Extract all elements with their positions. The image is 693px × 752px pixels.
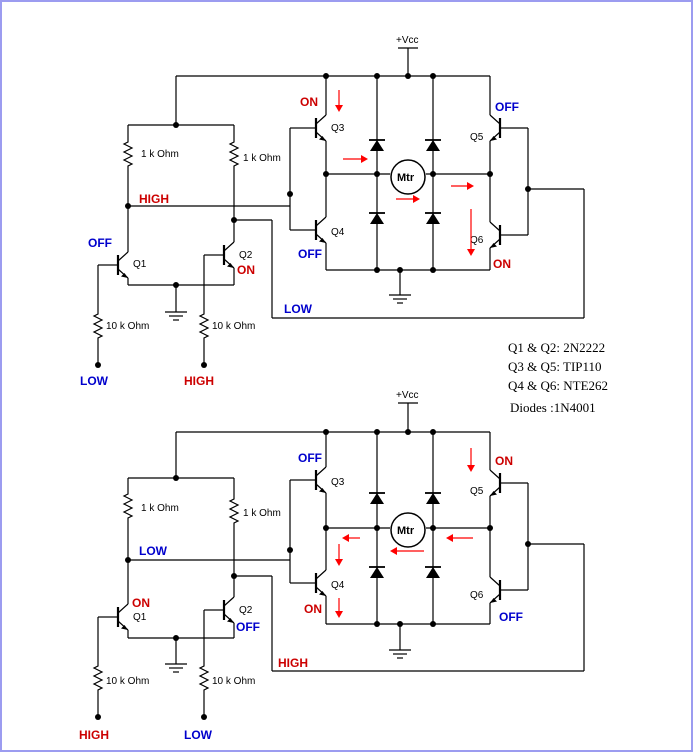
q5-state: OFF (495, 100, 519, 114)
resistor-label: 10 k Ohm (212, 321, 255, 332)
resistor-label: 1 k Ohm (243, 153, 281, 164)
q3-state: ON (300, 95, 318, 109)
legend-line: Diodes :1N4001 (510, 400, 596, 415)
vcc-label: +Vcc (396, 35, 419, 46)
q2-state: ON (237, 263, 255, 277)
q4-state: OFF (298, 247, 322, 261)
q5-label: Q5 (470, 486, 484, 497)
q2-label: Q2 (239, 605, 253, 616)
motor-label: Mtr (397, 525, 415, 537)
q1-label: Q1 (133, 612, 147, 623)
legend: Q1 & Q2: 2N2222 Q3 & Q5: TIP110 Q4 & Q6:… (508, 340, 608, 415)
input-left: LOW (80, 374, 109, 388)
q2-state: OFF (236, 620, 260, 634)
q1-label: Q1 (133, 259, 147, 270)
q4-state: ON (304, 602, 322, 616)
input-right: HIGH (184, 374, 214, 388)
q5-label: Q5 (470, 132, 484, 143)
node-left-state: LOW (139, 544, 168, 558)
current-arrows (335, 448, 475, 618)
bottom-circuit: +Vcc 1 k Ohm 1 k Ohm LOW HIGH Q1 ON 10 k… (79, 390, 585, 742)
input-right: LOW (184, 728, 213, 742)
q1-state: OFF (88, 236, 112, 250)
resistor-label: 10 k Ohm (212, 676, 255, 687)
q3-state: OFF (298, 451, 322, 465)
legend-line: Q1 & Q2: 2N2222 (508, 340, 605, 355)
node-right-state: LOW (284, 302, 313, 316)
q5-state: ON (495, 454, 513, 468)
q3-label: Q3 (331, 123, 345, 134)
resistor-label: 10 k Ohm (106, 676, 149, 687)
legend-line: Q3 & Q5: TIP110 (508, 359, 602, 374)
resistor-label: 10 k Ohm (106, 321, 149, 332)
resistor-label: 1 k Ohm (141, 503, 179, 514)
top-circuit: +Vcc 1 k Ohm 1 k Ohm HIGH LOW Q1 OFF (80, 35, 585, 388)
legend-line: Q4 & Q6: NTE262 (508, 378, 608, 393)
motor-label: Mtr (397, 172, 415, 184)
q4-label: Q4 (331, 227, 345, 238)
resistor-label: 1 k Ohm (243, 508, 281, 519)
q6-state: OFF (499, 610, 523, 624)
q6-label: Q6 (470, 235, 484, 246)
node-right-state: HIGH (278, 656, 308, 670)
resistor-label: 1 k Ohm (141, 149, 179, 160)
q6-state: ON (493, 257, 511, 271)
q1-state: ON (132, 596, 150, 610)
node-left-state: HIGH (139, 192, 169, 206)
current-arrows (335, 90, 475, 256)
input-left: HIGH (79, 728, 109, 742)
q3-label: Q3 (331, 477, 345, 488)
q4-label: Q4 (331, 580, 345, 591)
q2-label: Q2 (239, 250, 253, 261)
vcc-label: +Vcc (396, 390, 419, 401)
q6-label: Q6 (470, 590, 484, 601)
